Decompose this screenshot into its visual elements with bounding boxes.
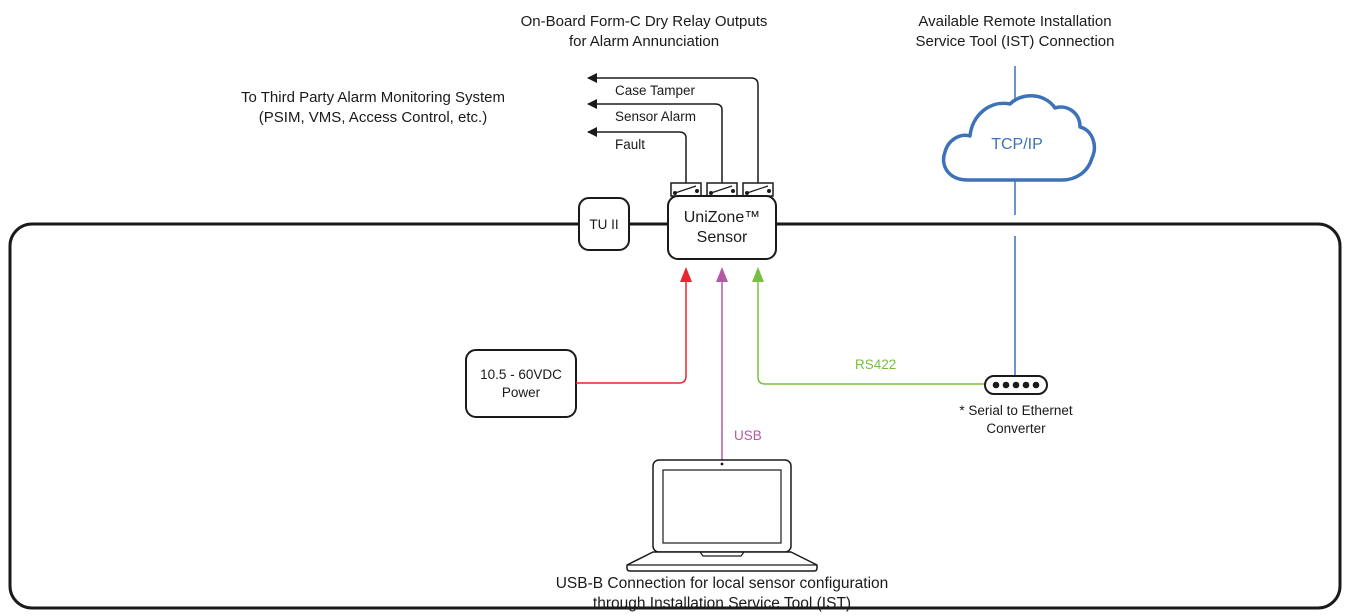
converter-label-line2: Converter (986, 421, 1046, 436)
remote-ist-title: Available Remote Installation Service To… (880, 12, 1150, 52)
cloud-icon (941, 94, 1097, 182)
converter-label: * Serial to Ethernet Converter (936, 402, 1096, 438)
serial-converter-icon (984, 375, 1048, 395)
rs422-arrowhead (752, 267, 764, 282)
relay-outputs-title-line1: On-Board Form-C Dry Relay Outputs (520, 13, 768, 30)
tu-ii-label: TU II (579, 198, 629, 250)
laptop-icon (626, 459, 818, 572)
relay-label-sensor-alarm: Sensor Alarm (615, 109, 697, 124)
usb-arrowhead (716, 267, 728, 282)
third-party-label-line1: To Third Party Alarm Monitoring System (241, 89, 505, 106)
sensor-box (667, 195, 777, 260)
converter-label-line1: * Serial to Ethernet (959, 403, 1073, 418)
third-party-label: To Third Party Alarm Monitoring System (… (198, 88, 548, 128)
relay-label-fault: Fault (615, 137, 646, 152)
relay-outputs-title-line2: for Alarm Annunciation (568, 33, 720, 50)
usb-label: USB (734, 428, 762, 443)
power-arrowhead (680, 267, 692, 282)
relay-label-case-tamper: Case Tamper (615, 83, 696, 98)
laptop-caption-line2: through Installation Service Tool (IST) (592, 595, 852, 612)
remote-ist-title-line1: Available Remote Installation (918, 13, 1112, 30)
power-label: 10.5 - 60VDC Power (466, 350, 576, 417)
relay-output-lines (587, 73, 759, 185)
remote-ist-title-line2: Service Tool (IST) Connection (915, 33, 1115, 50)
power-label-line2: Power (501, 384, 541, 400)
relay-outputs-title: On-Board Form-C Dry Relay Outputs for Al… (514, 12, 774, 52)
rs422-label: RS422 (855, 357, 897, 372)
third-party-label-line2: (PSIM, VMS, Access Control, etc.) (258, 109, 488, 126)
relay-switches (670, 182, 774, 197)
laptop-caption-line1: USB-B Connection for local sensor config… (555, 575, 889, 592)
power-line (576, 280, 687, 384)
network-label: TCP/IP (991, 136, 1043, 153)
rs422-line (757, 280, 985, 385)
sensor-label-line2: Sensor (696, 228, 748, 246)
sensor-label-line1: UniZone™ (683, 208, 761, 226)
tu-ii-label-text: TU II (589, 216, 619, 232)
laptop-caption: USB-B Connection for local sensor config… (482, 574, 962, 614)
sensor-label: UniZone™ Sensor (668, 196, 776, 259)
power-label-line1: 10.5 - 60VDC (480, 366, 562, 382)
tu-ii-box (578, 197, 630, 251)
